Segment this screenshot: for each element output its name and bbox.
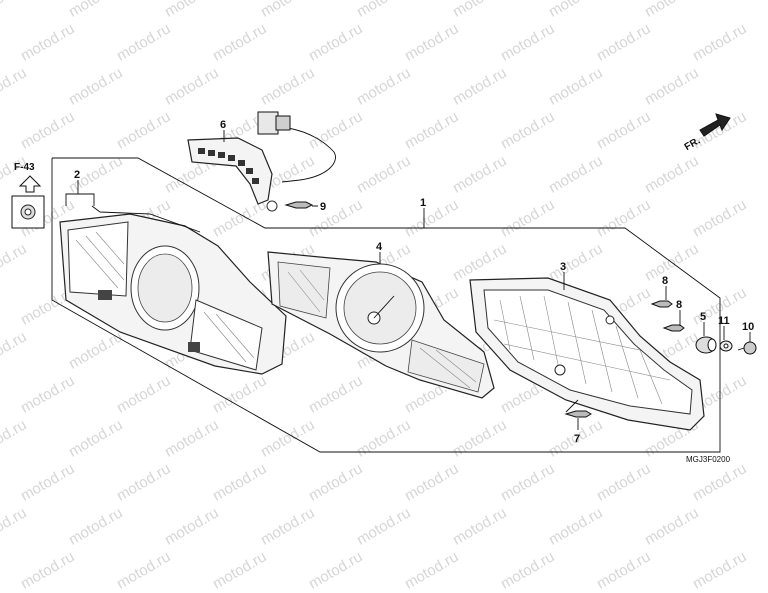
assembly-outline (51, 157, 721, 453)
part-8-screws (650, 300, 685, 332)
diagram-canvas: 1 2 3 4 5 6 7 8 8 9 10 11 F-43 FR. MGJ3F… (11, 111, 757, 464)
ref-code-label: F-43 (14, 162, 35, 173)
callout-11: 11 (718, 315, 730, 327)
direction-label: FR. (683, 135, 703, 153)
part-9-screw (284, 201, 318, 209)
front-arrow-icon (699, 113, 731, 137)
part-5-grommet (695, 336, 717, 354)
callout-7: 7 (574, 433, 580, 445)
callout-10: 10 (742, 321, 754, 333)
callout-5: 5 (700, 311, 706, 323)
part-7-screw (564, 399, 592, 418)
diagram-code: MGJ3F0200 (686, 455, 731, 464)
part-3-rear-case (469, 277, 705, 431)
callout-9: 9 (320, 201, 326, 213)
callout-1: 1 (420, 197, 426, 209)
callout-6: 6 (220, 119, 226, 131)
front-direction-group (699, 113, 731, 137)
part-2-cover (59, 205, 287, 375)
part-10-bolt (737, 341, 757, 355)
part-6-indicator (187, 111, 336, 212)
part-11-collar (719, 340, 733, 352)
callout-2: 2 (74, 169, 80, 181)
part-4-meter-unit (267, 251, 495, 399)
callout-4: 4 (376, 241, 383, 253)
ref-f43-group (11, 175, 45, 229)
callout-8b: 8 (676, 299, 682, 311)
ref-grommet-hole-icon (24, 208, 32, 216)
callout-8a: 8 (662, 275, 668, 287)
callout-3: 3 (560, 261, 566, 273)
ref-arrow-icon (18, 175, 42, 193)
leader-lines (65, 130, 751, 430)
